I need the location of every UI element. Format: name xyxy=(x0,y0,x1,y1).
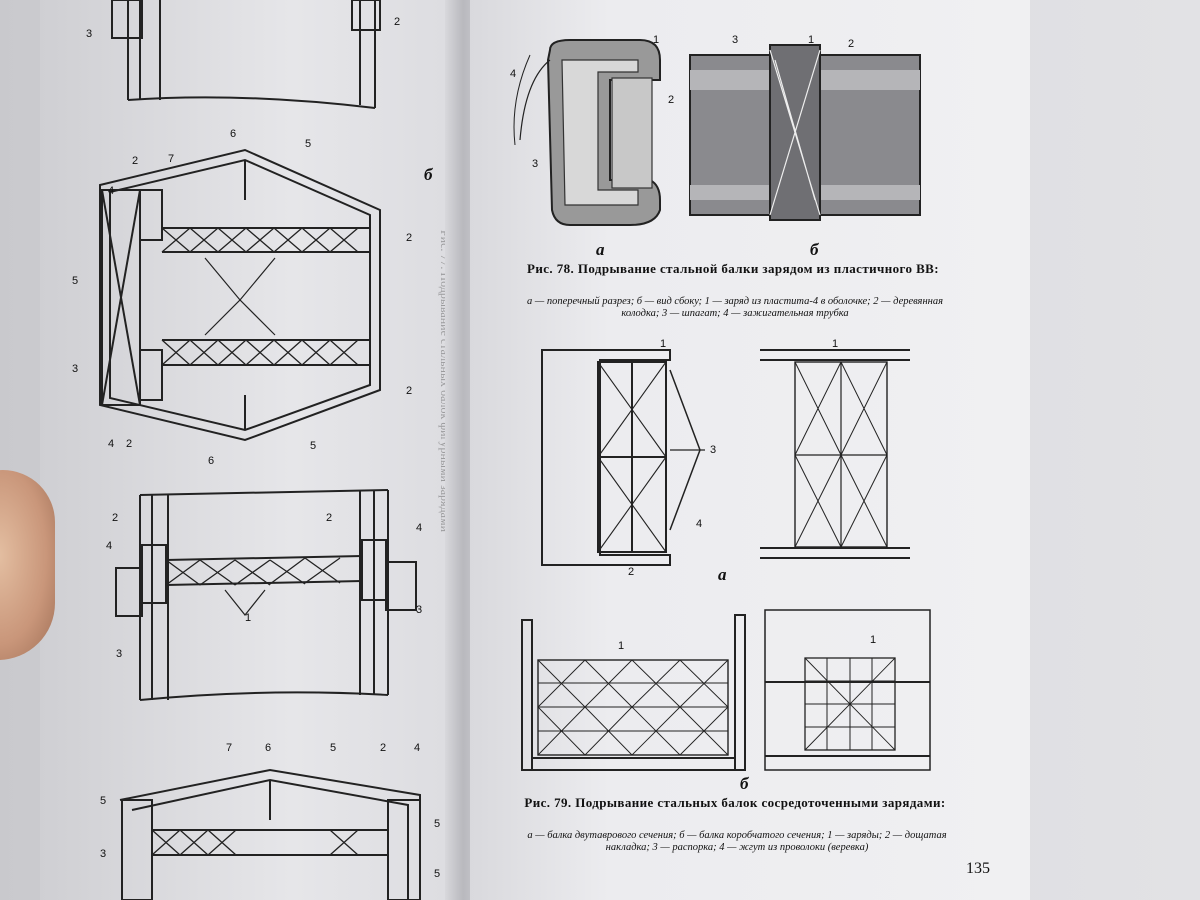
label-1: 1 xyxy=(660,338,667,350)
label-1: 1 xyxy=(245,612,252,624)
label-1: 1 xyxy=(653,34,660,46)
label-2: 2 xyxy=(406,232,413,244)
label-2: 2 xyxy=(848,38,855,50)
label-5: 5 xyxy=(434,818,441,830)
label-3: 3 xyxy=(72,363,79,375)
label-3: 3 xyxy=(732,34,739,46)
label-5: 5 xyxy=(72,275,79,287)
label-5: 5 xyxy=(100,795,107,807)
fig79-b-right xyxy=(764,609,931,771)
thumb xyxy=(0,470,55,660)
page-number: 135 xyxy=(966,860,990,877)
label-1: 1 xyxy=(832,338,839,350)
label-4: 4 xyxy=(416,522,423,534)
fig78-sub-b: б xyxy=(810,240,819,259)
label-7: 7 xyxy=(226,742,233,754)
label-1: 1 xyxy=(870,634,877,646)
right-figures xyxy=(513,39,931,771)
label-3: 3 xyxy=(416,604,423,616)
label-4: 4 xyxy=(414,742,421,754)
label-4: 4 xyxy=(108,185,115,197)
fig77-a xyxy=(115,489,417,701)
left-figures xyxy=(99,0,421,900)
fig78-title: Рис. 78. Подрывание стальной балки заряд… xyxy=(527,261,939,276)
label-2: 2 xyxy=(628,566,635,578)
label-2: 2 xyxy=(126,438,133,450)
label-4: 4 xyxy=(696,518,703,530)
fig78-sub-a: а xyxy=(596,240,605,259)
fig78-b xyxy=(689,44,921,221)
label-3: 3 xyxy=(116,648,123,660)
fig77-top-partial xyxy=(111,0,381,109)
label-6: 6 xyxy=(265,742,272,754)
fig79-sub-b: б xyxy=(740,774,749,793)
left-sub-b: б xyxy=(424,165,433,184)
label-7: 7 xyxy=(168,153,175,165)
fig79-a-left xyxy=(541,349,705,566)
fig77-b xyxy=(99,148,381,442)
label-6: 6 xyxy=(230,128,237,140)
label-3: 3 xyxy=(710,444,717,456)
fig79-a-right xyxy=(760,349,910,559)
label-2: 2 xyxy=(406,385,413,397)
fig79-b-left xyxy=(521,614,746,771)
label-1: 1 xyxy=(808,34,815,46)
label-3: 3 xyxy=(86,28,93,40)
label-4: 4 xyxy=(510,68,517,80)
label-2: 2 xyxy=(394,16,401,28)
label-3: 3 xyxy=(532,158,539,170)
right-page: 1 2 4 3 3 1 2 а б Рис. 78. Подрывание ст… xyxy=(470,0,1030,900)
label-5: 5 xyxy=(434,868,441,880)
label-6: 6 xyxy=(208,455,215,467)
label-2: 2 xyxy=(112,512,119,524)
fig79-title: Рис. 79. Подрывание стальных балок сосре… xyxy=(524,795,946,810)
fig79-sub-a: а xyxy=(718,565,727,584)
label-1: 1 xyxy=(618,640,625,652)
fig78-legend: а — поперечный разрез; б — вид сбоку; 1 … xyxy=(527,296,943,320)
label-5: 5 xyxy=(330,742,337,754)
left-page: 3 2 4 2 7 6 5 2 5 3 2 4 2 6 5 2 4 2 4 3 … xyxy=(40,0,460,900)
label-4: 4 xyxy=(108,438,115,450)
fig78-a xyxy=(513,39,661,226)
fig77-c xyxy=(119,768,421,900)
label-5: 5 xyxy=(310,440,317,452)
label-2: 2 xyxy=(326,512,333,524)
label-5: 5 xyxy=(305,138,312,150)
label-2: 2 xyxy=(668,94,675,106)
label-3: 3 xyxy=(100,848,107,860)
label-4: 4 xyxy=(106,540,113,552)
fig79-legend: а — балка двутаврового сечения; б — балк… xyxy=(527,830,947,854)
label-2: 2 xyxy=(132,155,139,167)
label-2: 2 xyxy=(380,742,387,754)
